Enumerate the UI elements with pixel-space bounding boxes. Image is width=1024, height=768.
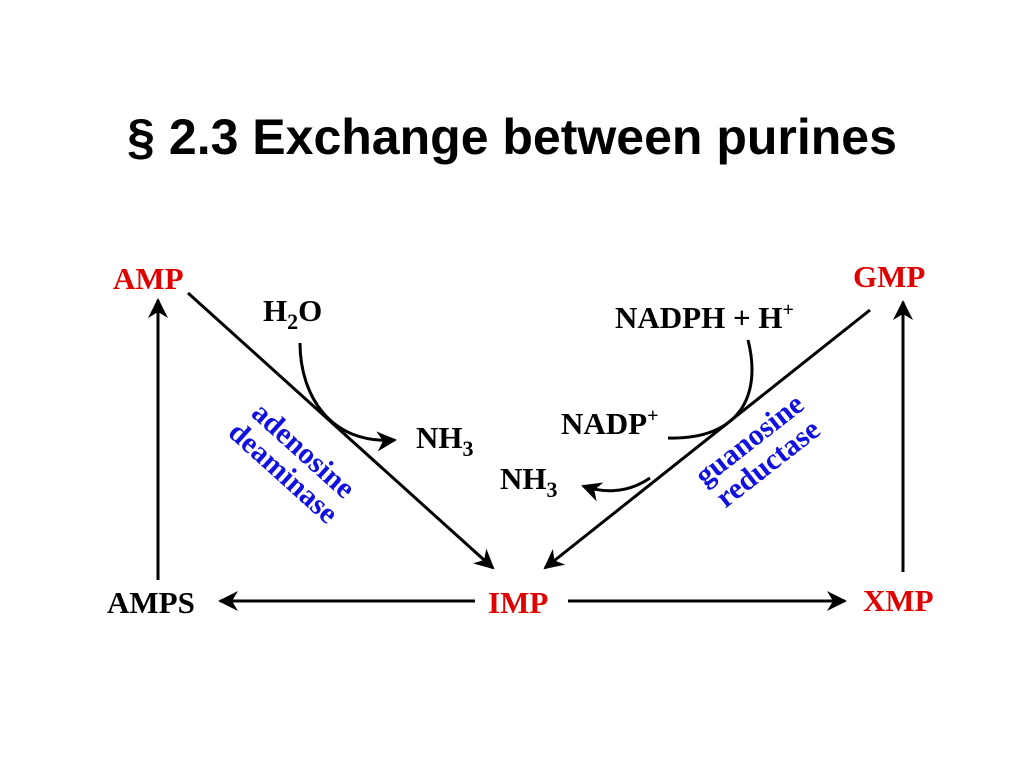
node-xmp: XMP	[863, 583, 934, 618]
node-gmp: GMP	[853, 259, 925, 294]
curve-nadph-to-nadp-nh3	[583, 339, 754, 491]
reagent-nadph: NADPH + H+	[615, 299, 794, 335]
enzyme-adenosine-deaminase: adenosine deaminase	[222, 396, 361, 530]
reagent-nh3-left: NH3	[416, 420, 474, 461]
page-title: §2.3 Exchange between purines	[0, 108, 1024, 166]
curve-h2o-to-nh3	[298, 342, 397, 452]
arrow-gmp-to-imp	[543, 308, 871, 570]
title-text: 2.3 Exchange between purines	[168, 109, 897, 165]
arrow-amp-to-imp	[186, 291, 495, 570]
section-symbol: §	[127, 109, 155, 165]
node-amps: AMPS	[107, 585, 195, 620]
reagent-h2o: H2O	[263, 293, 322, 334]
enzyme-guanosine-reductase: guanosine reductase	[689, 387, 827, 514]
node-amp: AMP	[113, 261, 184, 296]
reagent-nh3-right: NH3	[500, 461, 558, 502]
reagent-nadp: NADP+	[561, 405, 659, 441]
node-imp: IMP	[488, 585, 548, 620]
